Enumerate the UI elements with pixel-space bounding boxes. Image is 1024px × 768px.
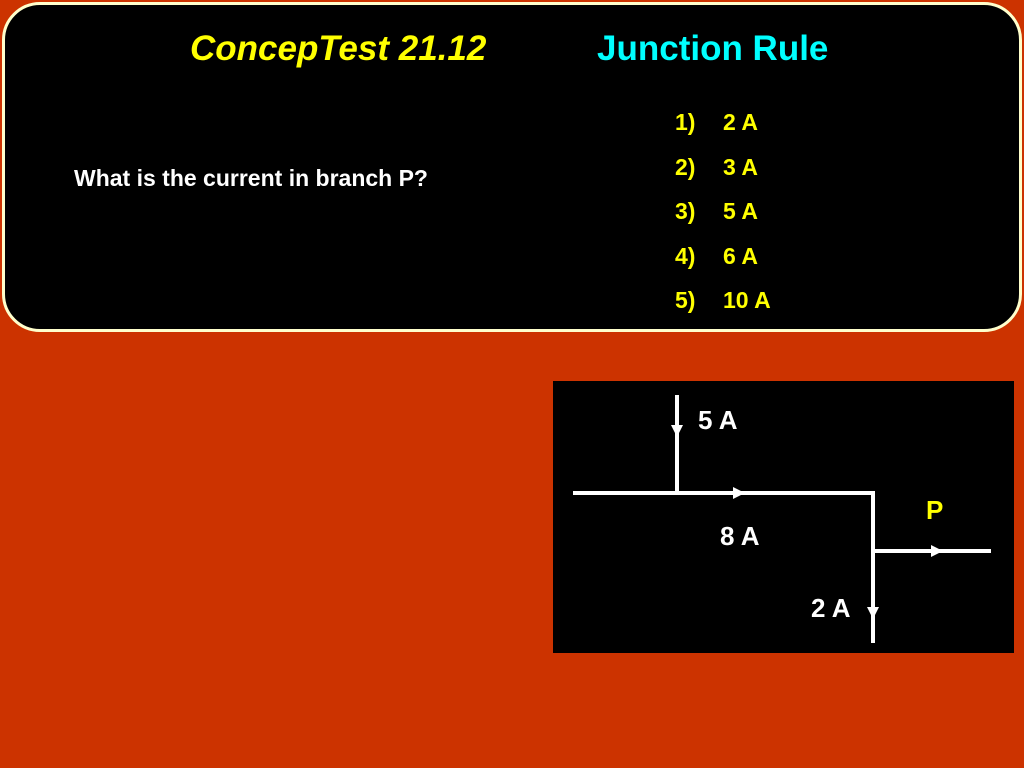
question-text: What is the current in branch P? — [74, 165, 428, 191]
branch-label-p: P — [926, 495, 944, 525]
slide-title-concept: ConcepTest 21.12 — [190, 29, 487, 68]
circuit-diagram: 5 A 8 A 2 A P — [553, 381, 1014, 653]
arrow-down-icon — [671, 425, 683, 437]
answer-list: 1) 2 A 2) 3 A 3) 5 A 4) 6 A 5) 10 A — [675, 109, 771, 332]
answer-text: 6 A — [723, 242, 758, 269]
answer-option: 5) 10 A — [675, 287, 771, 332]
answer-text: 3 A — [723, 153, 758, 180]
answer-text: 10 A — [723, 287, 771, 313]
answer-number: 4) — [675, 242, 696, 269]
answer-number: 2) — [675, 153, 696, 180]
answer-text: 5 A — [723, 198, 758, 224]
answer-option: 4) 6 A — [675, 243, 771, 288]
circuit-wires — [573, 395, 991, 643]
current-label-top: 5 A — [698, 405, 738, 435]
current-label-middle: 8 A — [720, 521, 760, 551]
answer-number: 3) — [675, 198, 696, 224]
arrow-down-icon — [867, 607, 879, 619]
answer-option: 1) 2 A — [675, 109, 771, 154]
answer-option: 2) 3 A — [675, 154, 771, 199]
question-panel: ConcepTest 21.12 Junction Rule What is t… — [2, 2, 1022, 332]
arrow-right-icon — [931, 545, 943, 557]
answer-number: 5) — [675, 287, 696, 313]
slide-title-topic: Junction Rule — [597, 29, 829, 68]
answer-number: 1) — [675, 109, 696, 135]
answer-text: 2 A — [723, 109, 758, 135]
arrow-right-icon — [733, 487, 745, 499]
current-label-bottom: 2 A — [811, 593, 851, 623]
answer-option: 3) 5 A — [675, 198, 771, 243]
